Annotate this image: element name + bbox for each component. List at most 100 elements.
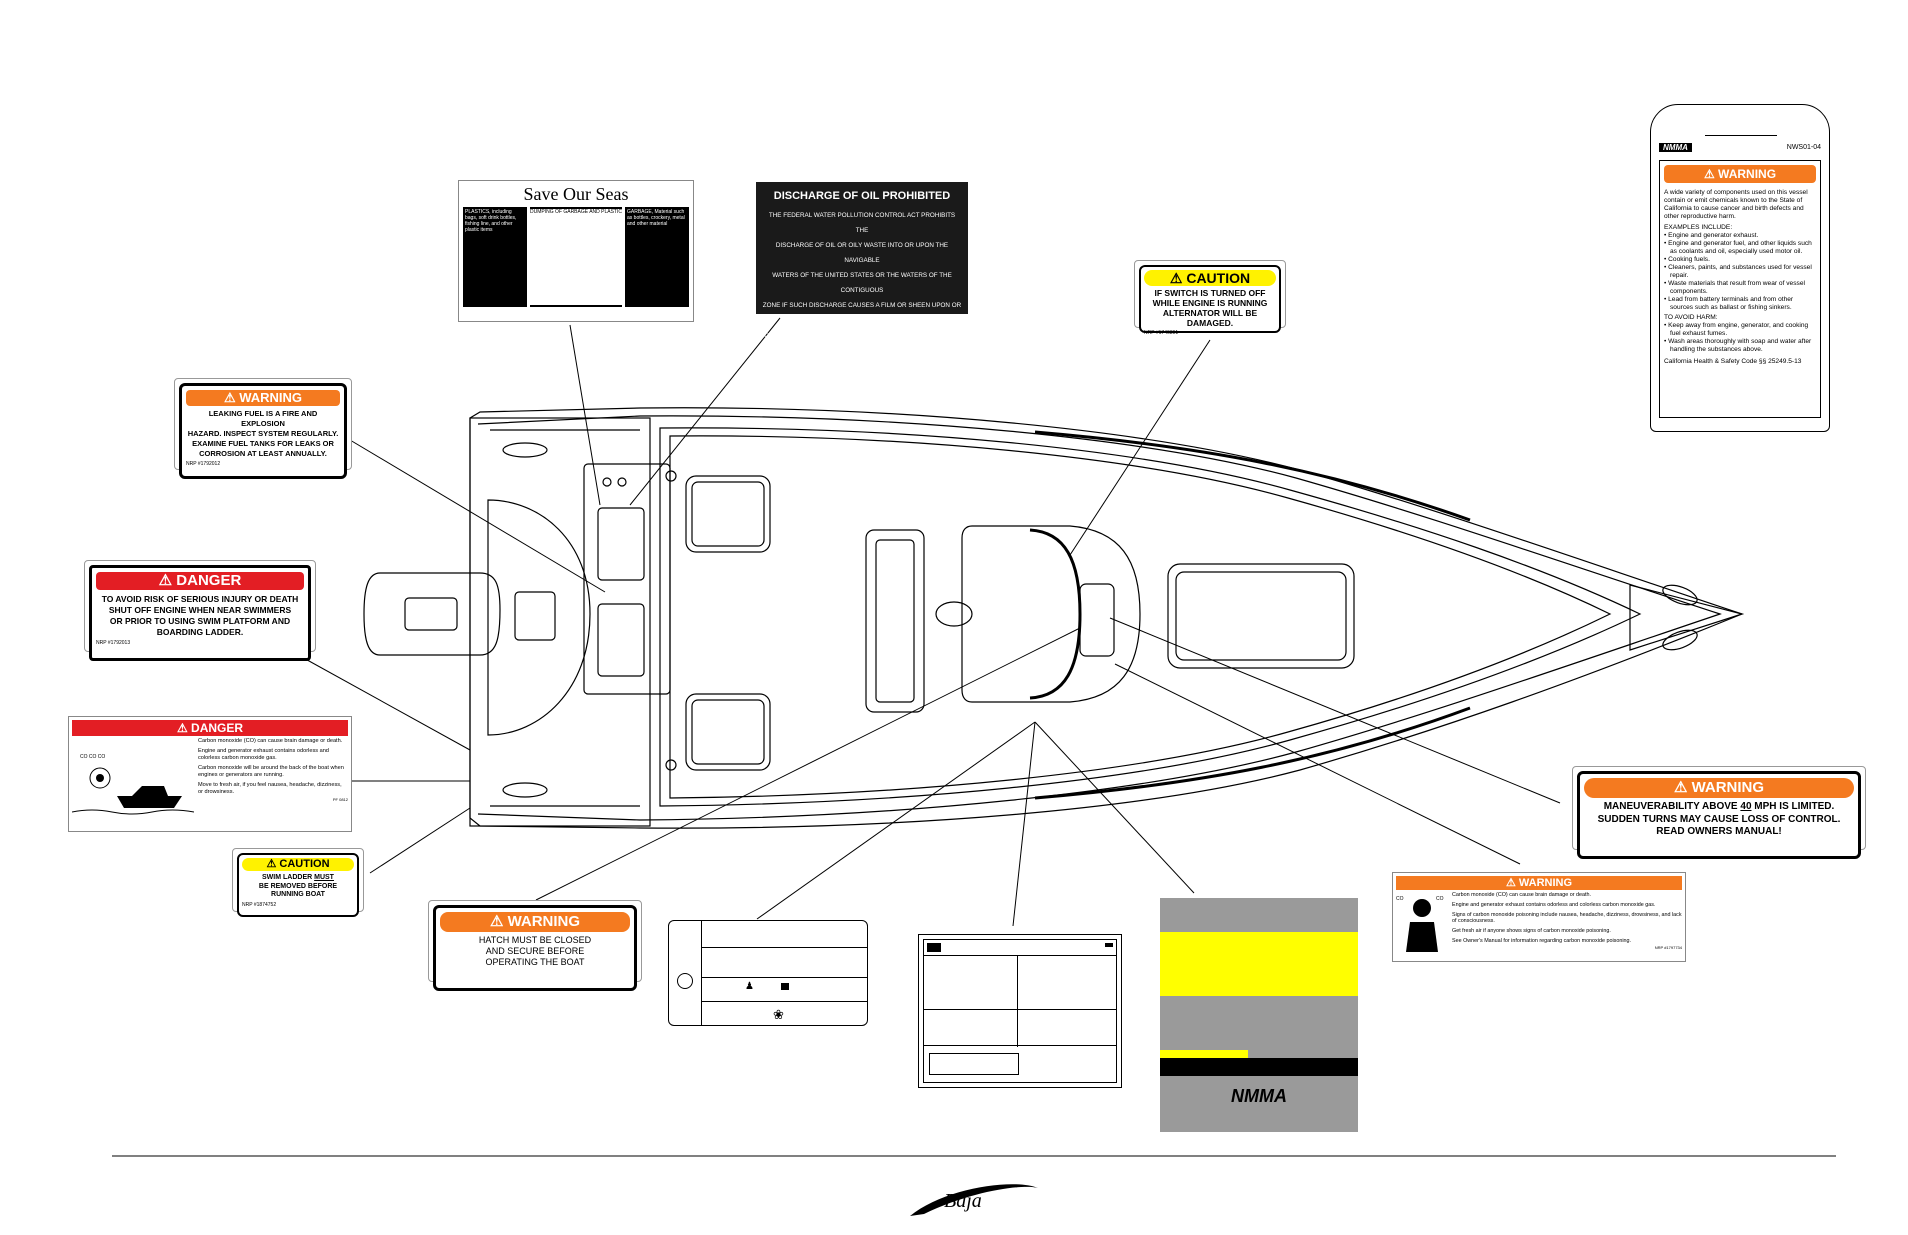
leader-line (1034, 721, 1195, 894)
warning-maneuver-line: SUDDEN TURNS MAY CAUSE LOSS OF CONTROL. (1597, 813, 1841, 825)
prop65-example-item: • Cooking fuels. (1664, 256, 1710, 263)
leader-line (1109, 617, 1561, 804)
prop65-hang-tag: NMMA NWS01-04 ⚠ WARNING A wide variety o… (1650, 104, 1830, 432)
discharge-line: ZONE IF SUCH DISCHARGE CAUSES A FILM OR … (762, 302, 962, 324)
caution-alternator-line: WHILE ENGINE IS RUNNING (1152, 298, 1268, 308)
caution-ladder-header: CAUTION (279, 858, 330, 870)
leader-line (629, 317, 781, 506)
warning-triangle-icon: ⚠ (266, 858, 277, 870)
leader-line (349, 439, 606, 593)
danger-co-line: Carbon monoxide will be around the back … (198, 765, 344, 778)
warning-co-line: Signs of carbon monoxide poisoning inclu… (1452, 911, 1682, 925)
danger-co-header: DANGER (191, 721, 244, 735)
warning-triangle-icon: ⚠ (1169, 270, 1183, 286)
warning-triangle-icon: ⚠ (176, 721, 188, 735)
discharge-line: DISCOLORATION OF THE SURFACE OF THE WATE… (764, 332, 960, 354)
leader-line (1012, 721, 1036, 927)
discharge-line: THE FEDERAL WATER POLLUTION CONTROL ACT … (768, 212, 956, 234)
warning-co-header: WARNING (1518, 877, 1573, 889)
warning-hatch-header: WARNING (507, 913, 581, 930)
caution-alternator-label: ⚠ CAUTION IF SWITCH IS TURNED OFF WHILE … (1134, 260, 1286, 336)
warning-triangle-icon: ⚠ (158, 572, 173, 589)
warning-fuel-header: WARNING (239, 390, 303, 405)
co-person-pictogram-icon: CO CO (1396, 896, 1444, 952)
person-icon: ♟ (745, 981, 754, 992)
caution-ladder-label: ⚠ CAUTION SWIM LADDER MUST BE REMOVED BE… (232, 848, 364, 917)
danger-swim-line: BOARDING LADDER. (156, 627, 244, 637)
warning-co-label: ⚠ WARNING CO CO Carbon monoxide (CO) can… (1392, 872, 1686, 962)
warning-triangle-icon: ⚠ (1505, 877, 1516, 889)
warning-maneuver-line: MANEUVERABILITY ABOVE (1603, 801, 1741, 812)
nmma-certification-label: NMMA (1160, 898, 1358, 1132)
danger-swim-line: OR PRIOR TO USING SWIM PLATFORM AND (109, 616, 291, 626)
tag-code: NWS01-04 (1786, 144, 1821, 151)
nmma-small-logo: NMMA (1659, 143, 1692, 152)
warning-fuel-line: CORROSION AT LEAST ANNUALLY. (199, 449, 327, 458)
luggage-icon (781, 983, 789, 990)
leader-line (1114, 663, 1521, 865)
capacity-plate: ♟ ❀ (668, 920, 868, 1026)
hull-outline (469, 407, 1744, 829)
part-number: NRP #1792013 (96, 640, 131, 646)
mounting-hole-icon (677, 973, 693, 989)
svg-text:CO CO CO: CO CO CO (80, 754, 105, 760)
warning-triangle-icon: ⚠ (1673, 779, 1688, 796)
discharge-line: DISCHARGE OF OIL OR OILY WASTE INTO OR U… (775, 242, 949, 264)
co-boat-pictogram-icon: CO CO CO (72, 754, 194, 815)
prop65-avoid-title: TO AVOID HARM: (1664, 314, 1718, 321)
leader-line (756, 721, 1036, 920)
danger-swim-line: SHUT OFF ENGINE WHEN NEAR SWIMMERS (108, 605, 292, 615)
warning-fuel-label: ⚠ WARNING LEAKING FUEL IS A FIRE AND EXP… (174, 378, 352, 479)
prop65-example-item: • Waste materials that result from wear … (1664, 280, 1805, 295)
leader-line (369, 807, 471, 874)
nmma-logo: NMMA (1231, 1086, 1287, 1106)
placard-title: Save Our Seas (523, 184, 629, 204)
part-number: NRP #1874752 (242, 901, 277, 908)
discharge-line: WATERS OF THE UNITED STATES OR THE WATER… (772, 272, 952, 294)
caution-alternator-line: IF SWITCH IS TURNED OFF (1154, 288, 1266, 298)
placard-left-column: PLASTICS, including bags, soft drink bot… (463, 207, 527, 307)
part-number: NRP #1797734 (1654, 944, 1682, 950)
discharge-line: VIOLATORS ARE SUBJECT TO A PENALTY OF $5… (782, 377, 942, 384)
prop65-footer: California Health & Safety Code §§ 25249… (1664, 358, 1802, 365)
prop65-intro: A wide variety of components used on thi… (1664, 189, 1808, 220)
placard-center-column: DUMPING OF GARBAGE AND PLASTIC (530, 207, 622, 307)
leader-line (1069, 339, 1211, 556)
caution-ladder-line: RUNNING BOAT (271, 891, 325, 898)
warning-fuel-line: LEAKING FUEL IS A FIRE AND EXPLOSION (208, 409, 318, 428)
warning-co-line: See Owner's Manual for information regar… (1452, 937, 1632, 944)
prop65-example-item: • Cleaners, paints, and substances used … (1664, 264, 1812, 279)
prop65-header: WARNING (1718, 167, 1777, 181)
baja-logo: Baja (904, 1178, 1044, 1222)
warning-co-line: Carbon monoxide (CO) can cause brain dam… (1452, 892, 1592, 898)
danger-swim-line: TO AVOID RISK OF SERIOUS INJURY OR DEATH (101, 594, 299, 604)
caution-ladder-line: SWIM LADDER (262, 874, 315, 881)
warning-triangle-icon: ⚠ (489, 913, 504, 930)
danger-co-line: Move to fresh air, if you feel nausea, h… (198, 782, 342, 795)
speed-value: 40 (1740, 801, 1752, 812)
warning-maneuver-label: ⚠ WARNING MANEUVERABILITY ABOVE 40 MPH I… (1572, 766, 1866, 859)
warning-hatch-label: ⚠ WARNING HATCH MUST BE CLOSED AND SECUR… (428, 900, 642, 991)
prop65-avoid-item: • Wash areas thoroughly with soap and wa… (1664, 338, 1812, 353)
warning-maneuver-line: MPH IS LIMITED. (1751, 801, 1835, 812)
placard-right-column: GARBAGE, Material such as bottles, crock… (625, 207, 689, 307)
warning-hatch-line: OPERATING THE BOAT (485, 957, 585, 967)
caution-ladder-emphasis: MUST (314, 874, 334, 881)
warning-fuel-line: HAZARD. INSPECT SYSTEM REGULARLY. (187, 429, 339, 438)
warning-co-line: Get fresh air if anyone shows signs of c… (1452, 928, 1611, 935)
svg-text:CO: CO (1436, 896, 1444, 902)
prop65-example-item: • Engine and generator fuel, and other l… (1664, 240, 1812, 255)
caution-alternator-header: CAUTION (1186, 270, 1251, 286)
warning-hatch-line: AND SECURE BEFORE (485, 946, 585, 956)
discharge-title: DISCHARGE OF OIL PROHIBITED (773, 190, 951, 202)
prop65-examples-title: EXAMPLES INCLUDE: (1664, 224, 1733, 231)
discharge-oil-placard: DISCHARGE OF OIL PROHIBITED THE FEDERAL … (756, 182, 968, 384)
caution-alternator-line: ALTERNATOR WILL BE DAMAGED. (1162, 308, 1258, 328)
warning-maneuver-line: READ OWNERS MANUAL! (1656, 826, 1782, 837)
danger-co-line: Engine and generator exhaust contains od… (198, 748, 329, 761)
svg-text:CO: CO (1396, 896, 1404, 902)
flag-icon (927, 943, 941, 952)
danger-co-line: Carbon monoxide (CO) can cause brain dam… (198, 738, 343, 744)
warning-hatch-line: HATCH MUST BE CLOSED (478, 935, 592, 945)
